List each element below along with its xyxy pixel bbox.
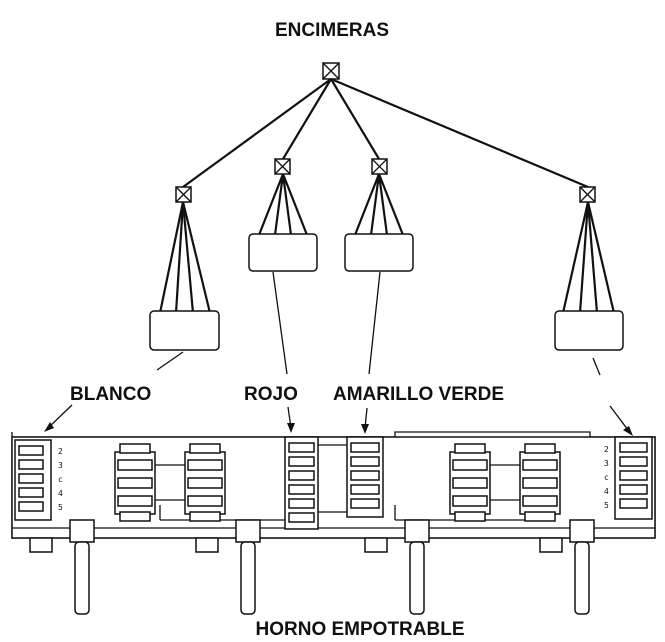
- title-horno-empotrable: HORNO EMPOTRABLE: [256, 619, 465, 640]
- fan-wires-4: [561, 201, 616, 314]
- junction-2-icon: [274, 158, 291, 175]
- junction-4-icon: [579, 186, 596, 203]
- label-amarillo-verde: AMARILLO VERDE: [333, 384, 504, 405]
- pin-label: c: [58, 475, 63, 484]
- connector-box-2: [248, 233, 318, 272]
- junction-1-icon: [175, 186, 192, 203]
- pin-label: 5: [58, 503, 63, 512]
- title-encimeras: ENCIMERAS: [275, 20, 389, 41]
- pin-label: 3: [604, 459, 609, 468]
- fan-wires-1: [158, 201, 212, 314]
- connector-box-4: [554, 310, 624, 351]
- pin-label: 3: [58, 461, 63, 470]
- terminal-pin-labels-right: 2 3 c 4 5: [604, 445, 609, 510]
- knob-shaft-4: [569, 519, 595, 615]
- terminal-strip-left: [14, 439, 52, 521]
- knob-shaft-3: [404, 519, 430, 615]
- label-rojo: ROJO: [244, 384, 298, 405]
- knob-shaft-2: [235, 519, 261, 615]
- switch-pair-right: [449, 443, 561, 522]
- terminal-strip-right: [614, 436, 653, 520]
- pin-label: 4: [604, 487, 609, 496]
- connector-box-3: [344, 233, 414, 272]
- fan-wires-2: [257, 173, 309, 236]
- junction-3-icon: [371, 158, 388, 175]
- switch-pair-left: [114, 443, 226, 522]
- pin-label: 5: [604, 501, 609, 510]
- connector-box-1: [149, 310, 220, 351]
- main-branch-lines: [182, 77, 589, 189]
- fan-wires-3: [353, 173, 405, 236]
- board-feet: [29, 537, 563, 553]
- pin-label: c: [604, 473, 609, 482]
- pin-label: 2: [58, 447, 63, 456]
- pin-label: 4: [58, 489, 63, 498]
- top-junction-icon: [322, 62, 340, 80]
- terminal-strip-center-left: [284, 436, 319, 530]
- pointer-lines: [44, 271, 633, 436]
- terminal-strip-center-right: [318, 436, 384, 518]
- knob-shaft-1: [69, 519, 95, 615]
- terminal-pin-labels-left: 2 3 c 4 5: [58, 447, 63, 512]
- label-blanco: BLANCO: [70, 384, 151, 405]
- pin-label: 2: [604, 445, 609, 454]
